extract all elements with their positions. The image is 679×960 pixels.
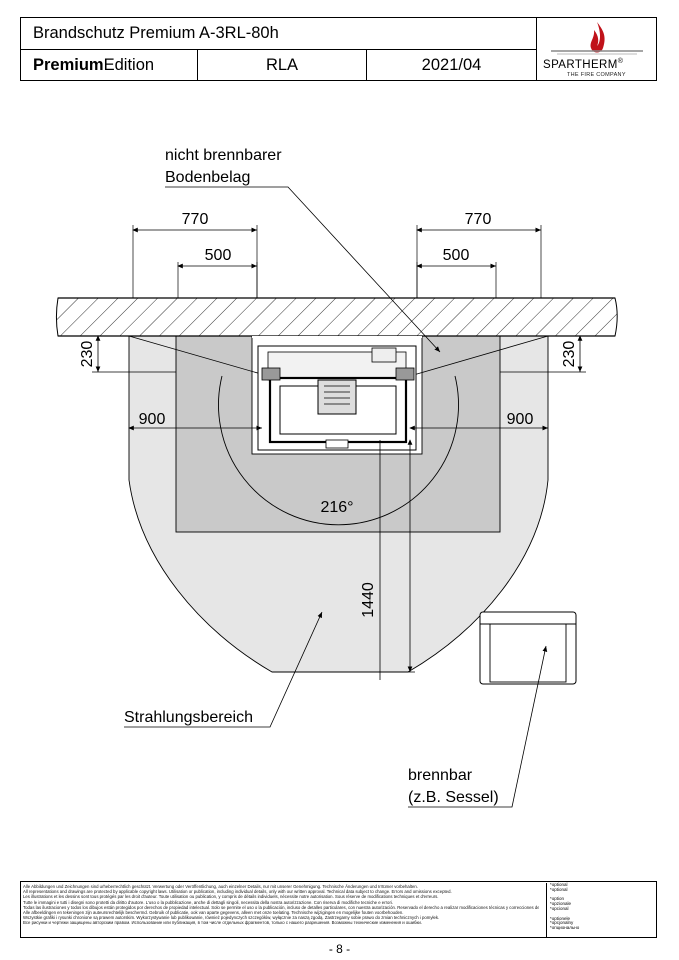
legal-line: Tutte le immagini e tutti i disegni sono… — [23, 899, 394, 905]
revision-date: 2021/04 — [421, 56, 482, 74]
dim-right-230: 230 — [561, 341, 578, 368]
date-cell: 2021/04 — [367, 50, 537, 81]
optional-legend: *optional *optional *option *opzionale *… — [546, 882, 654, 937]
optional-item: *опционально — [550, 925, 580, 931]
legal-line: Todas las ilustraciones y todos los dibu… — [23, 904, 539, 910]
radiation-label: Strahlungsbereich — [124, 709, 253, 726]
logo-tagline: THE FIRE COMPANY — [567, 72, 626, 78]
armchair — [479, 611, 577, 685]
legal-line: Все рисунки и чертежи защищены авторским… — [23, 920, 422, 926]
page-number: - 8 - — [328, 942, 351, 956]
legal-text: Alle Abbildungen und Zeichnungen sind ur… — [23, 884, 539, 926]
left-radiation-line — [128, 335, 269, 377]
optional-item: *optionele — [550, 915, 571, 921]
radiation-angle-arc — [218, 375, 459, 526]
fireplace-insert — [257, 345, 417, 451]
logo-brand: SPARTHERM® — [543, 58, 623, 71]
edition-bold: Premium — [33, 56, 104, 74]
flammable-label-line1: brennbar — [408, 767, 473, 784]
legal-line: Alle afbeeldingen en tekeningen zijn aut… — [23, 910, 404, 916]
radiation-leader-line — [124, 611, 323, 728]
legal-line: Les illustrations et les dessins sont to… — [23, 894, 439, 900]
wall-section — [56, 297, 618, 337]
optional-item: *opzionale — [550, 901, 572, 907]
spartherm-logo: SPARTHERM® THE FIRE COMPANY — [537, 18, 657, 81]
legal-line: Alle Abbildungen und Zeichnungen sind ur… — [23, 884, 418, 889]
flammable-label-line2: (z.B. Sessel) — [408, 789, 499, 806]
legal-footer: Alle Abbildungen und Zeichnungen sind ur… — [20, 881, 657, 938]
legal-line: All representations and drawings are pro… — [23, 889, 452, 895]
flame-icon — [551, 22, 643, 55]
document-title: Brandschutz Premium A-3RL-80h — [33, 24, 279, 42]
floor-label-line2: Bodenbelag — [165, 169, 250, 186]
floor-leader-line — [165, 186, 441, 353]
model-code: RLA — [265, 56, 299, 74]
angle-label: 216° — [320, 499, 353, 516]
logo-brand-text: SPARTHERM — [543, 58, 618, 71]
logo-registered: ® — [617, 58, 624, 65]
dim-left-900: 900 — [139, 411, 166, 428]
optional-item: *optional — [550, 882, 568, 887]
clearance-diagram: 770 770 500 500 230 230 900 900 216° 144… — [56, 147, 618, 808]
optional-item: *optional — [550, 886, 568, 892]
flammable-leader-line — [408, 645, 548, 808]
dim-left-770: 770 — [182, 211, 209, 228]
model-cell: RLA — [198, 50, 367, 81]
dim-right-500: 500 — [443, 247, 470, 264]
legal-line: Wszystkie grafiki i rysunki chronione są… — [23, 915, 440, 921]
optional-item: *opcjonalny — [550, 920, 574, 926]
dim-depth-1440: 1440 — [360, 582, 377, 618]
optional-item: *option — [550, 896, 565, 902]
edition-rest: Edition — [103, 56, 155, 74]
dim-left-500: 500 — [205, 247, 232, 264]
title-row: Brandschutz Premium A-3RL-80h — [21, 18, 537, 50]
optional-item: *opcional — [550, 905, 569, 911]
floor-label-line1: nicht brennbarer — [165, 147, 282, 164]
right-radiation-line — [409, 335, 549, 377]
dim-right-900: 900 — [507, 411, 534, 428]
dim-right-770: 770 — [465, 211, 492, 228]
dim-left-230: 230 — [79, 341, 96, 368]
